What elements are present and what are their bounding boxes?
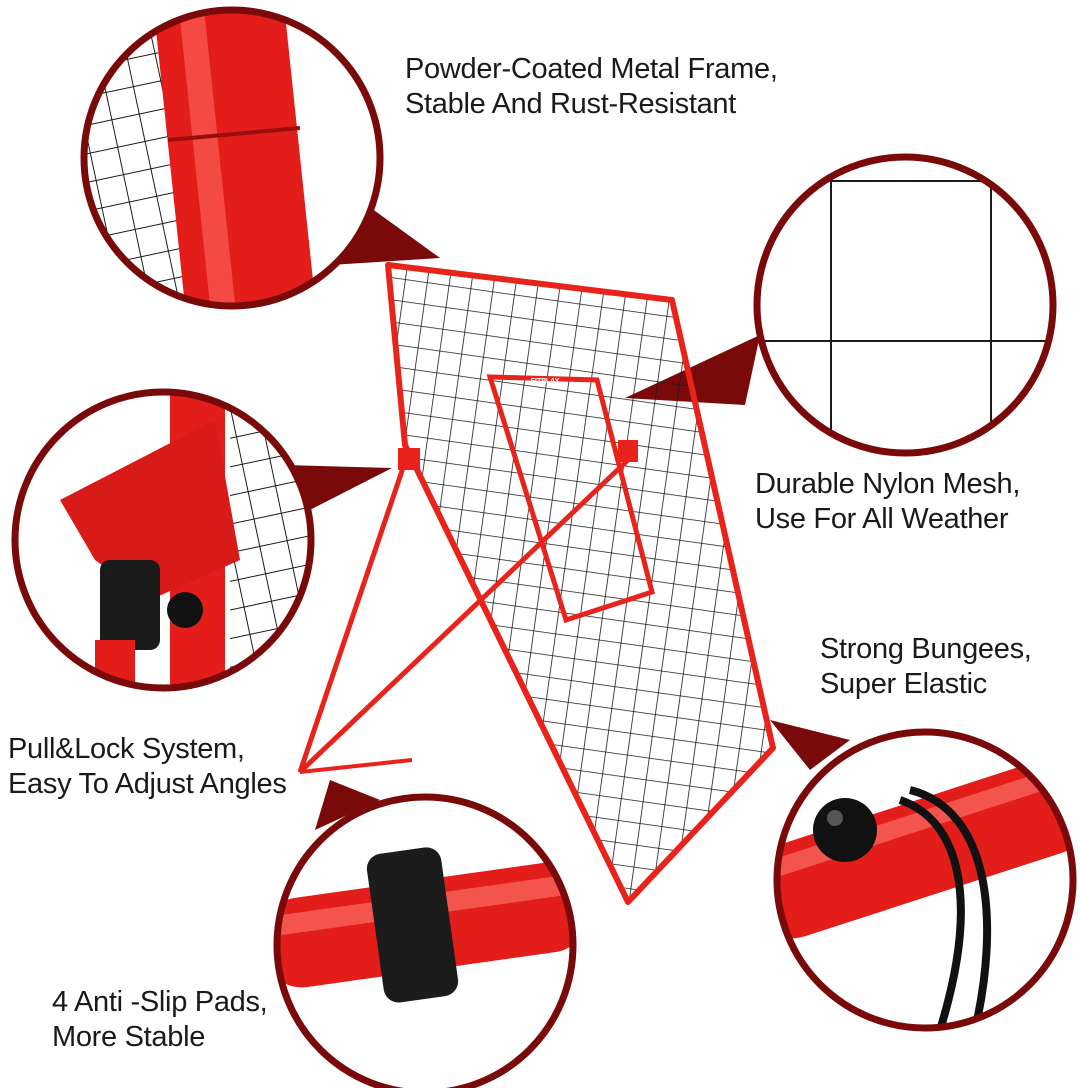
feature-caption-pull-lock: Pull&Lock System, Easy To Adjust Angles [8,732,287,802]
caption-line: Super Elastic [820,668,987,700]
caption-line: Use For All Weather [755,503,1009,535]
feature-caption-frame: Powder-Coated Metal Frame, Stable And Ru… [405,52,778,122]
caption-line: 4 Anti -Slip Pads, [52,986,268,1018]
feature-caption-pads: 4 Anti -Slip Pads, More Stable [52,985,268,1055]
caption-line: Pull&Lock System, [8,733,245,765]
caption-line: Easy To Adjust Angles [8,768,287,800]
detail-bungee [780,735,1070,1025]
caption-line: Durable Nylon Mesh, [755,468,1021,500]
detail-anti-slip-pad [280,800,570,1088]
feature-caption-mesh: Durable Nylon Mesh, Use For All Weather [755,467,1020,537]
caption-line: Strong Bungees, [820,633,1032,665]
caption-line: Powder-Coated Metal Frame, [405,53,778,85]
brand-logo: FITPLAY [531,378,560,385]
caption-line: Stable And Rust-Resistant [405,88,737,120]
caption-line: More Stable [52,1021,206,1053]
feature-caption-bungees: Strong Bungees, Super Elastic [820,632,1032,702]
rebounder-net [297,262,776,905]
detail-mesh [760,160,1050,450]
